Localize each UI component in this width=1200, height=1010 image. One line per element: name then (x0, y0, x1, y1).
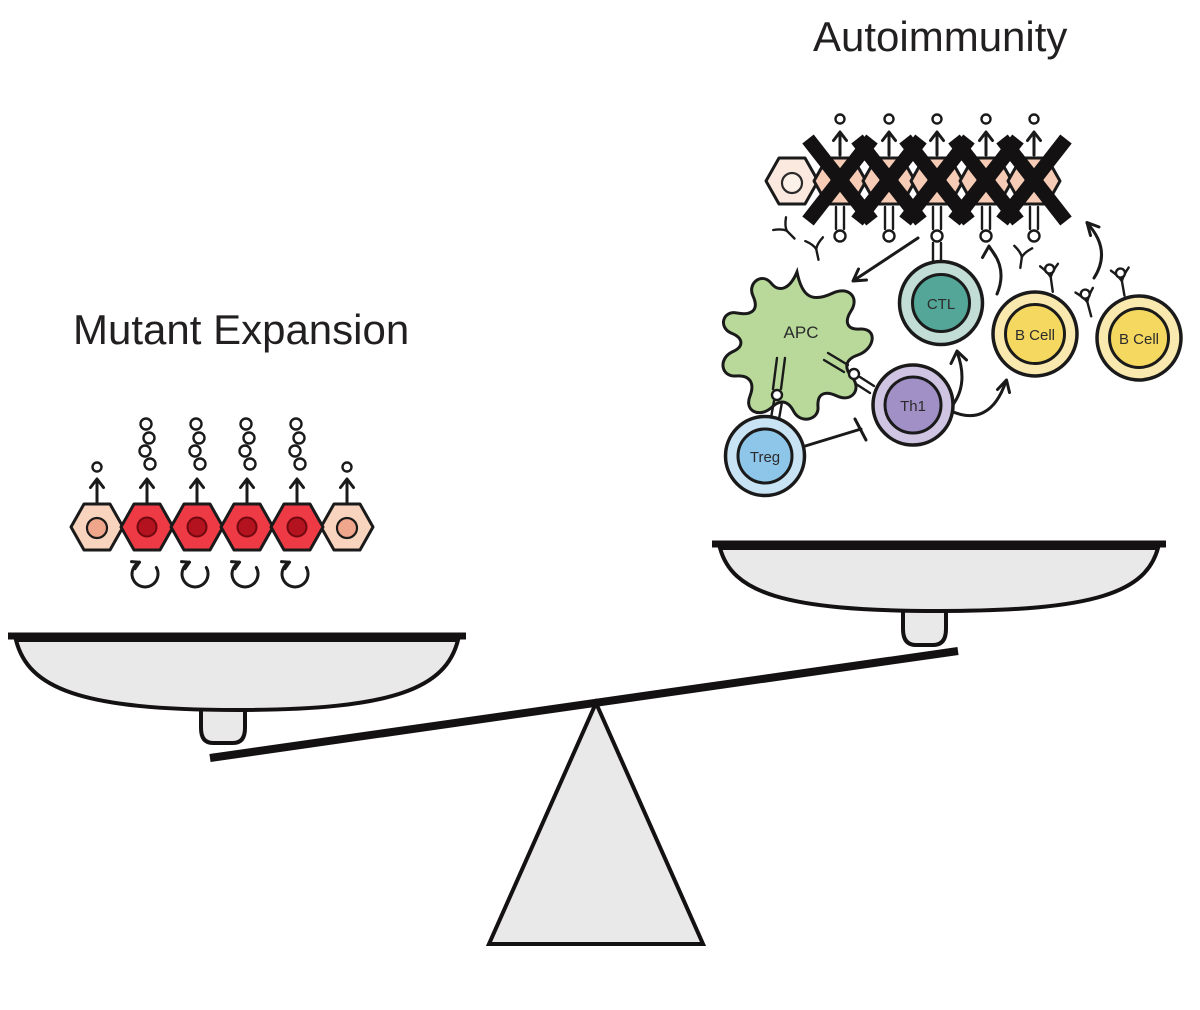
antibody-icon (772, 216, 803, 247)
mhc-stalk-icon (882, 205, 896, 243)
particle-stack (288, 417, 307, 471)
self-renewal-arrow-icon (230, 560, 260, 589)
mutant-cell-hexagon (269, 502, 325, 552)
normal-cell-hexagon (319, 502, 375, 552)
antibody-icon (804, 236, 829, 263)
th1-label: Th1 (900, 398, 926, 415)
treg-inhibition-bar (800, 417, 868, 449)
secreted-particles-left (91, 417, 353, 473)
apc-th1-synapse (822, 351, 876, 395)
autoimmunity-cluster: APC CTL (721, 113, 1183, 498)
secretion-arrow (239, 477, 255, 504)
b-cell-right: B Cell (1095, 265, 1183, 382)
antibody-attack-arrow (1085, 221, 1104, 280)
mutant-cell-hexagon (169, 502, 225, 552)
self-renewal-arrows (130, 560, 310, 589)
secretion-arrow (929, 130, 945, 157)
mutant-cell-hexagon (219, 502, 275, 552)
bcr-icon (1038, 262, 1063, 295)
secretion-arrow (832, 130, 848, 157)
b-cell-left: B Cell (991, 262, 1079, 378)
secretion-arrows-right (832, 113, 1042, 157)
self-renewal-arrow-icon (130, 560, 160, 589)
treg-label: Treg (750, 449, 780, 466)
balance-beam (209, 647, 959, 762)
right-pan (712, 540, 1166, 647)
balance-scale (8, 540, 1166, 946)
secretion-arrow (289, 477, 305, 504)
antigen-to-apc-arrow (851, 236, 920, 283)
secretion-arrow (1026, 130, 1042, 157)
pale-cell-hexagon (764, 156, 820, 206)
apc-treg-synapse (769, 356, 787, 421)
particle-stack (238, 417, 257, 471)
apc-cell: APC (721, 266, 874, 421)
mutant-cell-hexagon (119, 502, 175, 552)
b-cell-label: B Cell (1015, 327, 1055, 344)
mhc-stalk-icon (833, 205, 847, 243)
secretion-arrow (139, 477, 155, 504)
left-pan (8, 632, 466, 745)
normal-cell-hexagon (69, 502, 125, 552)
self-renewal-arrow-icon (180, 560, 210, 589)
antibody-icon (1010, 244, 1034, 271)
mhc-stalk-icon (930, 205, 944, 243)
th1-cell: Th1 (871, 363, 955, 447)
mutant-expansion-title: Mutant Expansion (73, 306, 409, 353)
secretion-arrow (339, 477, 355, 504)
mhc-stalk-icon (979, 205, 993, 243)
ctl-attack-arrow (981, 244, 1003, 296)
fulcrum-triangle (485, 698, 707, 946)
secretion-arrow (189, 477, 205, 504)
self-renewal-arrow-icon (280, 560, 310, 589)
secretion-arrow (978, 130, 994, 157)
secretion-arrow (881, 130, 897, 157)
bcr-icon (1109, 265, 1135, 299)
treg-cell: Treg (723, 414, 807, 498)
b-cell-label: B Cell (1119, 331, 1159, 348)
particle-stack (138, 417, 157, 471)
mhc-stalk-icon (1027, 205, 1041, 243)
apc-label: APC (784, 323, 819, 342)
autoimmunity-title: Autoimmunity (813, 13, 1067, 60)
particle-stack (188, 417, 207, 471)
secretion-arrows-left (89, 477, 355, 504)
tcr-stalk (931, 241, 943, 265)
mutant-cell-row (69, 417, 375, 589)
ctl-cell: CTL (897, 259, 985, 347)
th1-to-bcell-arrow (949, 378, 1011, 418)
secretion-arrow (89, 477, 105, 504)
bcr-icon (1074, 286, 1102, 320)
ctl-label: CTL (927, 296, 955, 313)
